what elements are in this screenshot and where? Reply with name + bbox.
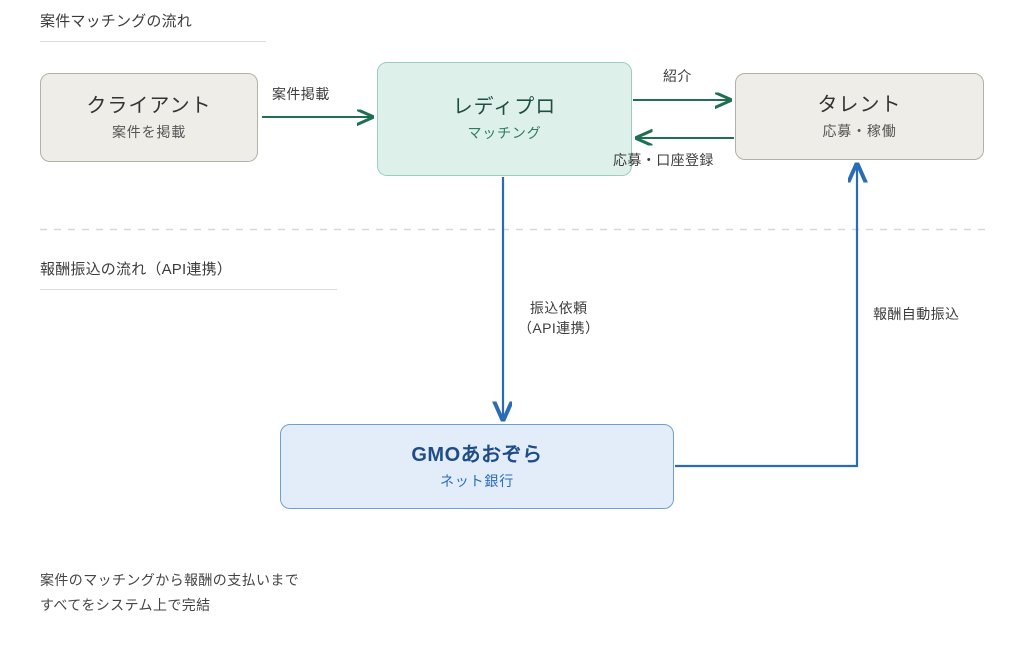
footer-note-line1: 案件のマッチングから報酬の支払いまで <box>40 572 300 588</box>
edge-label-auto-transfer: 報酬自動振込 <box>873 306 960 322</box>
edge-label-transfer-line2: （API連携） <box>518 320 600 337</box>
edge-bank-to-talent <box>675 166 857 468</box>
edge-label-intro: 紹介 <box>663 68 692 84</box>
node-talent[interactable]: タレント 応募・稼働 <box>735 73 984 160</box>
edge-label-transfer: 振込依頼 （API連携） <box>518 298 599 339</box>
node-client[interactable]: クライアント 案件を掲載 <box>40 73 258 162</box>
edge-label-post: 案件掲載 <box>272 86 330 102</box>
edge-label-transfer-line1: 振込依頼 <box>529 300 588 316</box>
node-talent-title: タレント <box>817 93 902 116</box>
node-platform-title: レディプロ <box>452 96 557 119</box>
node-bank-subtitle: ネット銀行 <box>440 472 514 489</box>
node-bank[interactable]: GMOあおぞら ネット銀行 <box>280 424 674 509</box>
node-platform-subtitle: マッチング <box>467 125 542 142</box>
footer-note: 案件のマッチングから報酬の支払いまで すべてをシステム上で完結 <box>40 568 299 617</box>
edge-label-apply: 応募・口座登録 <box>613 152 714 168</box>
node-talent-subtitle: 応募・稼働 <box>822 122 897 139</box>
section-title-payment: 報酬振込の流れ（API連携） <box>40 261 232 278</box>
node-client-title: クライアント <box>86 94 212 117</box>
node-bank-title: GMOあおぞら <box>411 443 543 466</box>
node-platform[interactable]: レディプロ マッチング <box>377 62 632 176</box>
node-client-subtitle: 案件を掲載 <box>112 123 186 140</box>
footer-note-line2: すべてをシステム上で完結 <box>40 596 211 613</box>
section-title-matching: 案件マッチングの流れ <box>40 13 193 30</box>
